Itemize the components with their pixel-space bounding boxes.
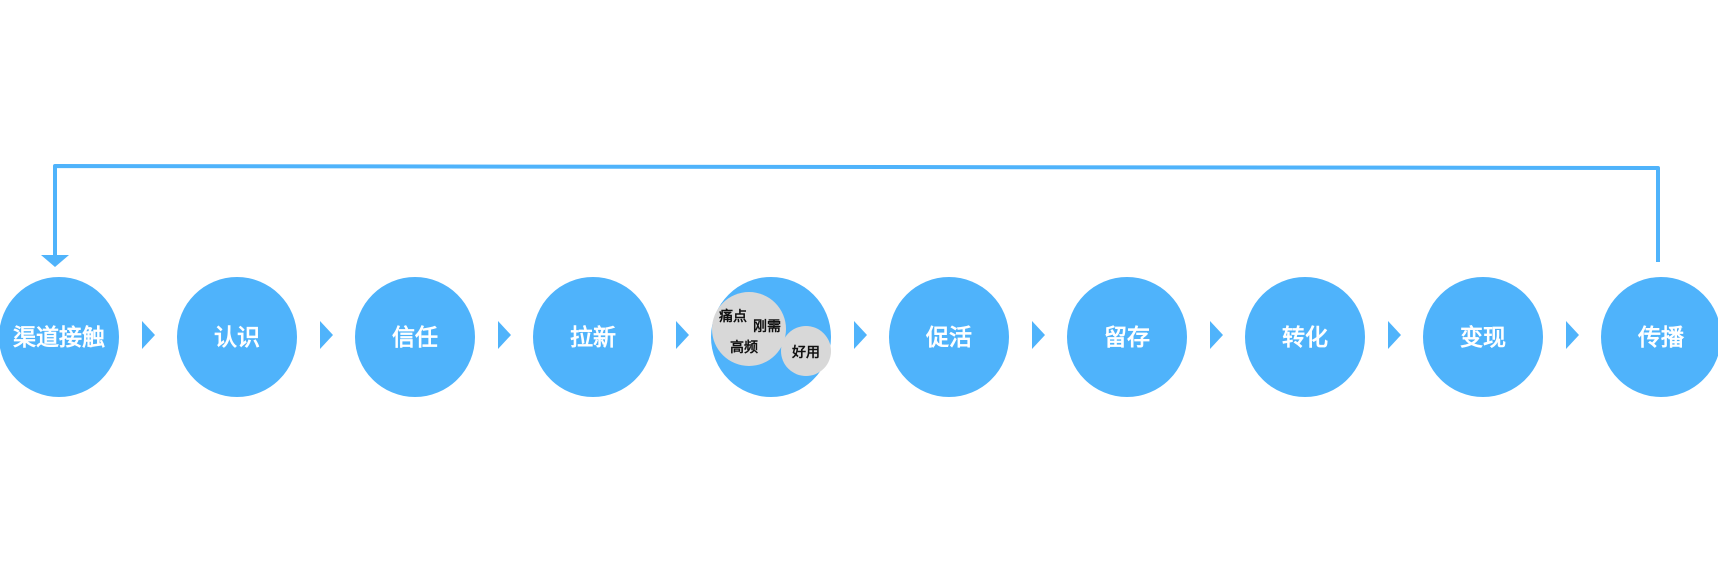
stage-label-10: 传播	[1637, 325, 1685, 351]
step-arrow-icon	[1388, 321, 1401, 349]
stage-circle-2	[177, 277, 297, 397]
step-arrow-icon	[1566, 321, 1579, 349]
step-arrow-icon	[320, 321, 333, 349]
stage-circle-6	[889, 277, 1009, 397]
stage-label-8: 转化	[1282, 324, 1328, 351]
stage-circle-8	[1245, 277, 1365, 397]
stage-label-7: 留存	[1104, 324, 1150, 351]
stage-circle-3	[355, 277, 475, 397]
bubble-main	[712, 292, 786, 366]
stage-label-1: 渠道接触	[13, 324, 105, 351]
stage-label-2: 认识	[214, 325, 260, 351]
stage-label-9: 变现	[1460, 324, 1506, 351]
stage-label-3: 信任	[392, 324, 438, 351]
stage-circle-10	[1601, 277, 1718, 397]
step-arrow-icon	[1032, 321, 1045, 349]
bubble-small	[781, 326, 831, 376]
stage-circle-9	[1423, 277, 1543, 397]
step-arrow-icon	[498, 321, 511, 349]
stage-label-4: 拉新	[570, 324, 616, 351]
sub-label-high-frequency: 高频	[730, 339, 758, 356]
stage-label-6: 促活	[925, 324, 972, 351]
stage-circle-4	[533, 277, 653, 397]
stage-circle-1	[0, 277, 119, 397]
step-arrow-icon	[854, 321, 867, 349]
arrow-down-icon	[41, 255, 69, 267]
sub-label-pain-point: 痛点	[718, 308, 747, 325]
sub-label-easy-to-use: 好用	[791, 344, 820, 361]
step-arrow-icon	[1210, 321, 1223, 349]
step-arrow-icon	[676, 321, 689, 349]
arrow-group	[142, 321, 1579, 349]
stage-circle-7	[1067, 277, 1187, 397]
loop-back-line	[53, 164, 1660, 262]
step-arrow-icon	[142, 321, 155, 349]
stage-group	[0, 277, 1718, 397]
sub-label-rigid-demand: 刚需	[753, 318, 781, 335]
